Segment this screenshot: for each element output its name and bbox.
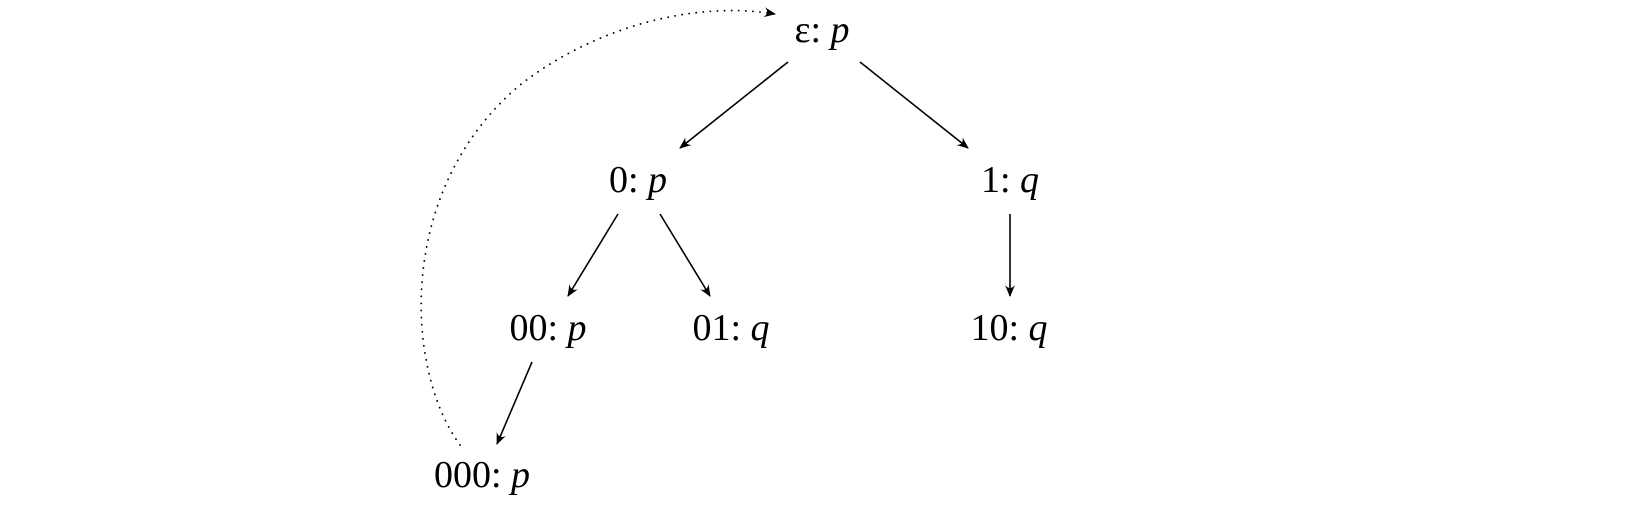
node-value: p: [511, 454, 531, 496]
edge-000-root-dotted: [420, 7, 776, 446]
node-separator: :: [627, 159, 639, 201]
node-value: q: [1028, 307, 1048, 349]
node-separator: :: [730, 307, 742, 349]
node-10: 10: q: [970, 306, 1047, 350]
node-00: 00: p: [509, 306, 586, 350]
edge-0-00: [567, 213, 619, 297]
node-01: 01: q: [692, 306, 769, 350]
node-separator: :: [490, 454, 502, 496]
node-1: 1: q: [981, 158, 1039, 202]
edge-root-0: [679, 61, 789, 149]
node-value: q: [1020, 159, 1040, 201]
node-label: ε: [794, 9, 811, 51]
node-label: 000: [433, 454, 491, 496]
edge-root-1: [859, 61, 969, 149]
node-value: p: [830, 9, 850, 51]
node-0: 0: p: [609, 158, 667, 202]
node-separator: :: [810, 9, 822, 51]
node-000: 000: p: [434, 453, 530, 497]
node-separator: :: [1008, 307, 1020, 349]
node-separator: :: [999, 159, 1011, 201]
edge-00-000: [496, 361, 533, 445]
node-label: 01: [692, 307, 731, 349]
edge-0-01: [659, 213, 711, 297]
node-label: 10: [970, 307, 1009, 349]
node-root: ε: p: [794, 8, 849, 52]
node-separator: :: [547, 307, 559, 349]
node-value: q: [750, 307, 770, 349]
node-value: p: [648, 159, 668, 201]
node-value: p: [567, 307, 587, 349]
node-label: 1: [980, 159, 1000, 201]
node-label: 0: [608, 159, 628, 201]
node-label: 00: [509, 307, 548, 349]
